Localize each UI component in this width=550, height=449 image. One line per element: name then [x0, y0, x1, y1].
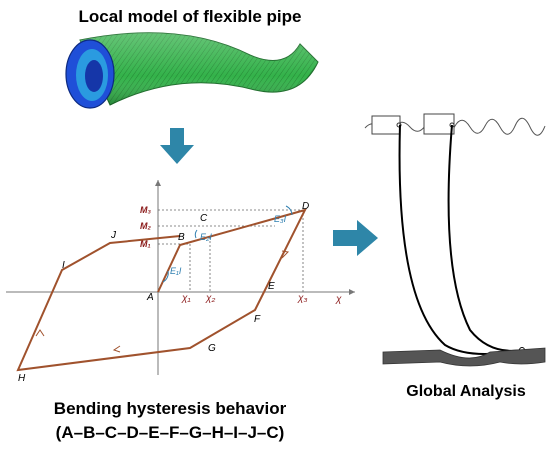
floater-2: [423, 113, 455, 135]
down-arrow-icon: [160, 128, 194, 164]
hysteresis-curve: [16, 208, 307, 372]
point-h-label: H: [18, 373, 26, 384]
chi1-label: χ₁: [181, 293, 191, 304]
riser-1: [398, 124, 523, 355]
e1i-label: E₁I: [170, 266, 182, 276]
title-sequence: (A–B–C–D–E–F–G–H–I–J–C): [56, 423, 285, 442]
chi-axis-label: χ: [335, 294, 342, 305]
title-global-analysis: Global Analysis: [406, 383, 526, 400]
point-j-label: J: [110, 230, 117, 241]
m2-label: M₂: [140, 221, 151, 231]
point-i-label: I: [62, 260, 65, 271]
point-a-label: A: [146, 292, 154, 303]
point-f-label: F: [254, 314, 261, 325]
seabed: [382, 347, 546, 367]
riser-2: [447, 124, 523, 352]
point-d-label: D: [302, 201, 309, 212]
chi3-label: χ₃: [297, 293, 307, 304]
hysteresis-graph: A B C D E F G H I J M₃ M₂ M₁ χ₁ χ₂ χ₃ χ …: [6, 180, 355, 384]
title-local-model: Local model of flexible pipe: [79, 7, 302, 26]
point-c-label: C: [200, 213, 208, 224]
floater-1: [371, 115, 401, 135]
point-e-label: E: [268, 281, 275, 292]
chi2-label: χ₂: [205, 293, 215, 304]
m1-label: M₁: [140, 239, 151, 249]
title-bending-hysteresis: Bending hysteresis behavior: [54, 399, 287, 418]
point-g-label: G: [208, 343, 216, 354]
e3i-label: E₃I: [274, 214, 287, 224]
e2i-label: E₂I: [200, 232, 212, 242]
point-b-label: B: [178, 232, 185, 243]
flexible-pipe-model: [65, 32, 319, 109]
m3-label: M₃: [140, 205, 151, 215]
right-arrow-icon: [333, 220, 378, 256]
global-riser-sketch: [364, 113, 546, 367]
